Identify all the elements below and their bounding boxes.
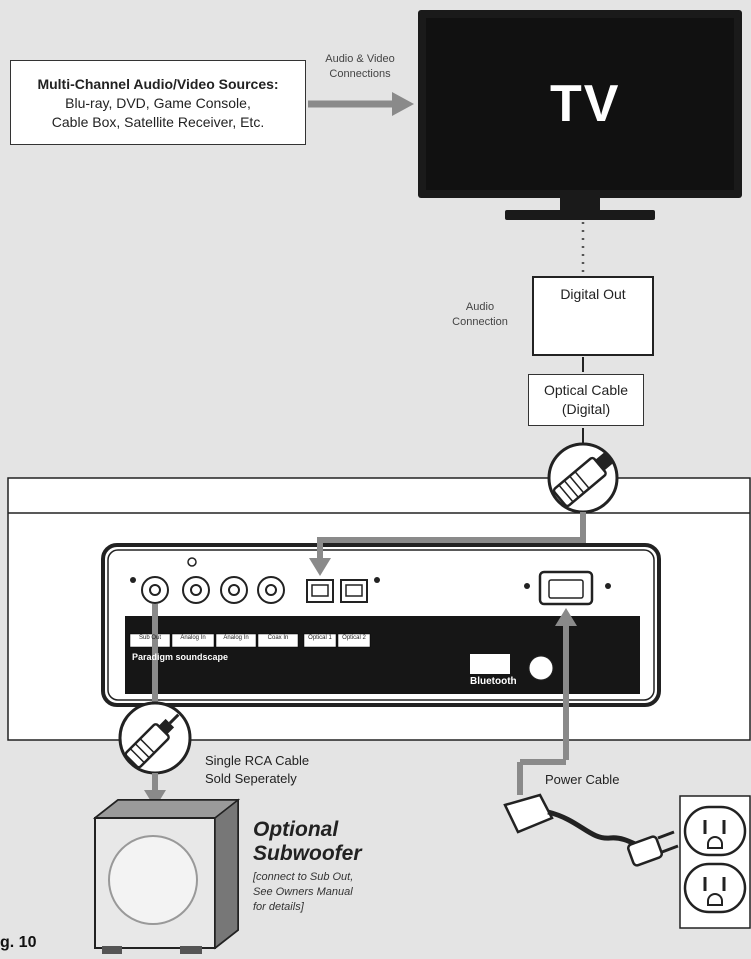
- sources-box: Multi-Channel Audio/Video Sources: Blu-r…: [10, 60, 306, 145]
- subwoofer-title1: Optional: [253, 818, 339, 841]
- figure-label: g. 10: [0, 934, 37, 951]
- subwoofer-icon: [92, 798, 241, 954]
- subwoofer-note1: [connect to Sub Out,: [253, 871, 354, 883]
- panel-brand-text: Paradigm soundscape: [132, 652, 229, 662]
- audio-connection-line1: Audio: [465, 301, 495, 313]
- power-arrow: [517, 608, 577, 795]
- optical-cable-line2: (Digital): [561, 401, 611, 417]
- wall-outlet-icon: [679, 795, 751, 929]
- audio-connection-label: Audio Connection: [440, 300, 520, 330]
- subwoofer-note3: for details]: [253, 901, 304, 913]
- optical-arrow: [309, 512, 586, 576]
- port-label-optical-1: Optical 1: [308, 635, 332, 641]
- audio-connection-line2: Connection: [452, 316, 508, 328]
- power-plug-icon: [503, 793, 679, 867]
- av-connection-line2: Connections: [329, 68, 391, 80]
- subwoofer-note2: See Owners Manual: [253, 886, 353, 898]
- rca-cable-label: Single RCA Cable Sold Seperately: [205, 752, 309, 788]
- bluetooth-logo-text: Bluetooth: [470, 676, 517, 687]
- sources-line2: Cable Box, Satellite Receiver, Etc.: [51, 114, 265, 130]
- port-label-optical-2: Optical 2: [342, 635, 366, 641]
- power-cable-label: Power Cable: [545, 772, 620, 787]
- tv-icon: [418, 10, 742, 220]
- port-label-sub-out: Sub Out: [138, 635, 161, 641]
- port-label-analog-2: Analog In: [223, 635, 249, 641]
- rear-panel: [101, 543, 661, 707]
- subwoofer-title2: Subwoofer: [253, 842, 362, 865]
- optical-cable-line1: Optical Cable: [543, 382, 629, 398]
- port-label-analog-1: Analog In: [180, 635, 206, 641]
- rca-cable-line1: Single RCA Cable: [205, 753, 310, 768]
- subwoofer-note: [connect to Sub Out, See Owners Manual f…: [253, 870, 353, 915]
- av-arrow: [308, 92, 414, 116]
- sources-title: Multi-Channel Audio/Video Sources:: [37, 76, 279, 92]
- digital-out-box: Digital Out: [532, 276, 654, 356]
- rca-cable-line2: Sold Seperately: [205, 771, 297, 786]
- digital-out-label: Digital Out: [560, 286, 626, 302]
- port-label-coax: Coax In: [267, 635, 289, 641]
- subwoofer-title: Optional Subwoofer: [253, 818, 362, 866]
- optical-connector-icon: [547, 428, 619, 514]
- tv-label: TV: [550, 75, 621, 133]
- optical-cable-box: Optical Cable (Digital): [528, 374, 644, 426]
- sources-line1: Blu-ray, DVD, Game Console,: [65, 95, 251, 111]
- av-connection-label: Audio & Video Connections: [310, 52, 410, 82]
- rca-connector-icon: [118, 604, 192, 808]
- av-connection-line1: Audio & Video: [325, 53, 395, 65]
